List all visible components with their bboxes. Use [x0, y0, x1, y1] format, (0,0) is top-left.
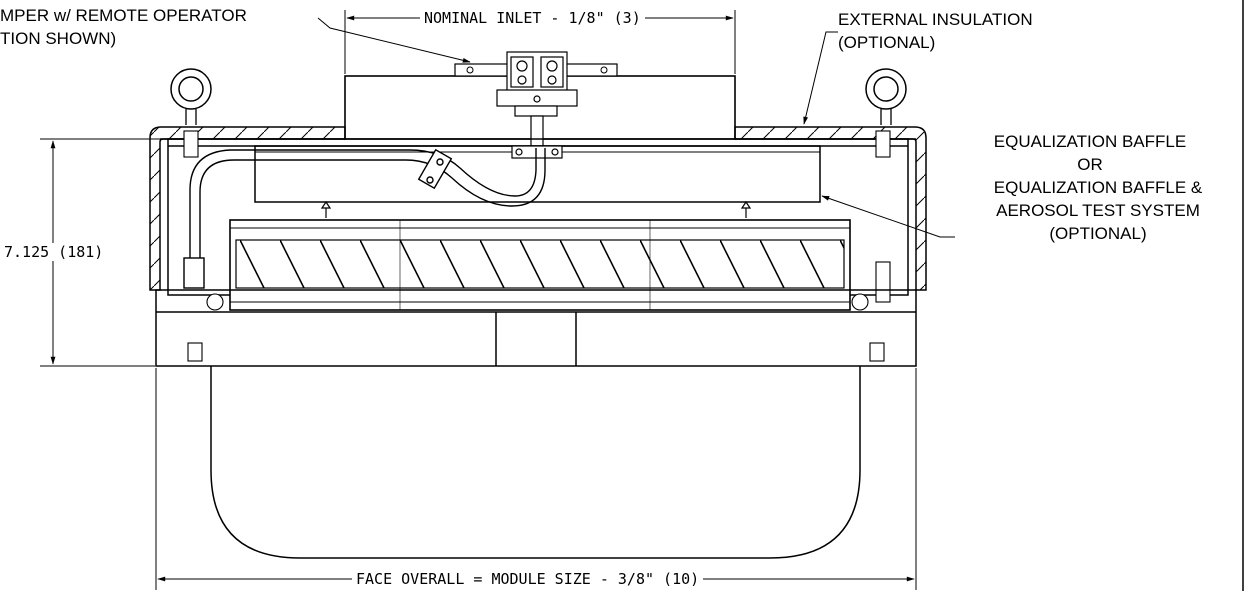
fasteners	[183, 130, 891, 362]
leader-lines	[317, 17, 955, 238]
frame-flange	[155, 289, 917, 367]
dome-diffuser	[210, 366, 861, 559]
external-insulation-line2: (OPTIONAL)	[838, 33, 936, 53]
baffle-bracket	[320, 145, 752, 218]
aerosol-tube	[183, 148, 546, 289]
damper-operator	[496, 51, 578, 149]
dimension-face-overall	[155, 368, 917, 590]
face-overall-label: FACE OVERALL = MODULE SIZE - 3/8" (10)	[352, 570, 704, 588]
damper-callout-line2: TION SHOWN)	[0, 29, 117, 49]
filter-media	[229, 219, 851, 311]
height-dimension-label: 7.125 (181)	[0, 243, 108, 261]
lifting-eye-right	[865, 68, 907, 125]
equalization-line3: EQUALIZATION BAFFLE &	[955, 178, 1241, 198]
lifting-eye-left	[170, 68, 212, 125]
equalization-line4: AEROSOL TEST SYSTEM	[955, 201, 1241, 221]
external-insulation-line1: EXTERNAL INSULATION	[838, 10, 1033, 30]
equalization-line1: EQUALIZATION BAFFLE	[955, 132, 1225, 152]
nominal-inlet-label: NOMINAL INLET - 1/8" (3)	[420, 9, 645, 27]
equalization-line2: OR	[955, 155, 1225, 175]
damper-callout-line1: MPER w/ REMOTE OPERATOR	[0, 6, 247, 26]
equalization-line5: (OPTIONAL)	[1049, 224, 1147, 243]
